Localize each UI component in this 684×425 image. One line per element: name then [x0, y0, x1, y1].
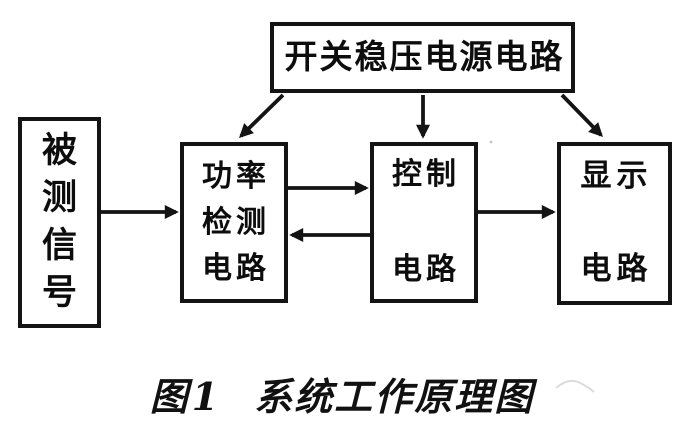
box-measured-signal-char: 被	[41, 130, 77, 171]
figure-caption: 图1 系统工作原理图	[0, 366, 684, 421]
box-power-detection-circuit: 功率 检测 电路	[180, 142, 288, 303]
box-display-line: 显示	[580, 158, 653, 194]
box-measured-signal-char: 信	[41, 225, 77, 266]
box-control-line: 控制	[392, 157, 460, 192]
figure-caption-title: 系统工作原理图	[254, 374, 535, 419]
arrow-powersupply-to-display	[560, 93, 603, 138]
scan-speck	[489, 140, 493, 144]
scan-smudge	[555, 379, 595, 393]
arrow-powersupply-to-powerdetect	[238, 93, 285, 138]
box-power-supply-label: 开关稳压电源电路	[284, 37, 565, 77]
box-display-circuit: 显示 电路	[557, 142, 672, 305]
figure-caption-number: 图1	[149, 374, 223, 419]
box-power-detection-line: 功率	[202, 158, 270, 194]
box-measured-signal: 被 测 信 号	[18, 117, 101, 328]
box-power-detection-line: 检测	[202, 204, 270, 240]
box-control-line: 电路	[392, 251, 460, 287]
box-display-line: 电路	[580, 251, 653, 288]
box-measured-signal-char: 号	[41, 273, 77, 314]
box-power-supply-circuit: 开关稳压电源电路	[270, 22, 575, 93]
box-control-circuit: 控制 电路	[370, 142, 478, 303]
box-power-detection-line: 电路	[202, 250, 270, 286]
box-measured-signal-char: 测	[41, 178, 77, 219]
